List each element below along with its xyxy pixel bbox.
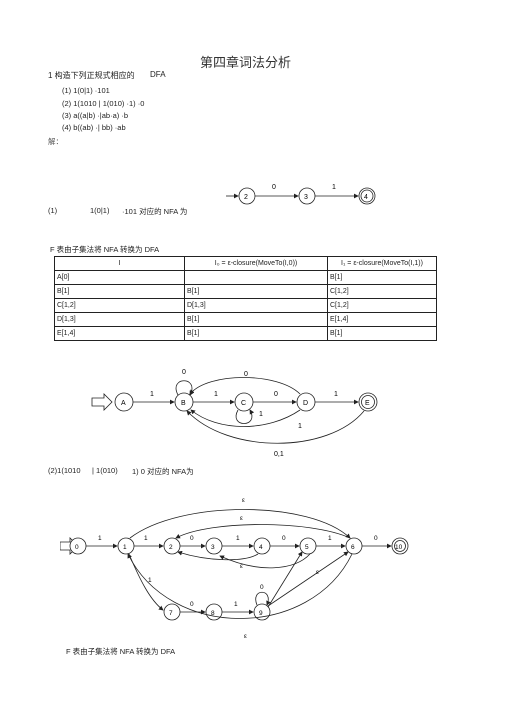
state-label: 10 bbox=[395, 544, 403, 551]
part2-num: (2)1(1010 bbox=[48, 466, 81, 475]
edge-label: 0,1 bbox=[274, 451, 284, 458]
part2-rest: 1) 0 对应的 NFA为 bbox=[132, 467, 194, 476]
edge-label: 0 bbox=[260, 584, 264, 591]
nfa-diagram-1: 2 3 4 0 1 bbox=[226, 184, 376, 205]
state-label: A bbox=[121, 400, 126, 407]
state-label: C bbox=[241, 400, 246, 407]
edge-label: ε bbox=[240, 563, 243, 570]
state-label: 1 bbox=[123, 544, 127, 551]
edge-label: 0 bbox=[274, 391, 278, 398]
part1-expr: 1(0|1) bbox=[90, 206, 110, 215]
col-header: I₀ = ε-closure(MoveTo(I,0)) bbox=[184, 256, 328, 271]
nfa-diagram-2: 0 1 2 3 4 5 6 7 8 9 10 1 1 0 bbox=[60, 497, 409, 640]
table-row: D[1,3]B[1]E[1,4] bbox=[54, 312, 437, 327]
edge-label: 0 bbox=[182, 369, 186, 376]
solution-label: 解： bbox=[48, 137, 63, 146]
state-label: 7 bbox=[169, 610, 173, 617]
part1-num: (1) bbox=[48, 206, 58, 215]
state-label: 0 bbox=[75, 544, 79, 551]
edge-label: 1 bbox=[236, 535, 240, 542]
part1-rest: ·101 对应的 NFA 为 bbox=[122, 207, 188, 216]
state-label: 3 bbox=[304, 194, 308, 201]
edge-label: 1 bbox=[144, 535, 148, 542]
part2-mid: | 1(010) bbox=[92, 466, 118, 475]
edge-label: 0 bbox=[244, 371, 248, 378]
state-label: 8 bbox=[211, 610, 215, 617]
state-label: 4 bbox=[259, 544, 263, 551]
edge-label: 0 bbox=[374, 535, 378, 542]
state-label: 4 bbox=[364, 194, 368, 201]
exercise-4: (4) b((ab) ·| bb) ·ab bbox=[62, 123, 126, 132]
edge-label: 1 bbox=[334, 391, 338, 398]
edge-label: ε bbox=[240, 515, 243, 522]
edge-label: 0 bbox=[190, 535, 194, 542]
state-label: 9 bbox=[259, 610, 263, 617]
bottom-caption: F 表由子集法将 NFA 转换为 DFA bbox=[66, 647, 176, 656]
dfa-diagram: A B C D E 1 0 1 0 1 1 0 1 0,1 bbox=[91, 369, 378, 458]
table-row: B[1]B[1]C[1,2] bbox=[54, 284, 437, 299]
start-arrow bbox=[91, 393, 113, 411]
edge-label: 1 bbox=[328, 535, 332, 542]
edge-label: 1 bbox=[332, 184, 336, 191]
intro-dfa: DFA bbox=[150, 70, 166, 79]
state-label: B bbox=[181, 400, 186, 407]
page-title: 第四章词法分析 bbox=[200, 56, 292, 71]
col-header: I bbox=[54, 256, 185, 271]
edge-label: ε bbox=[244, 633, 247, 640]
state-label: 6 bbox=[351, 544, 355, 551]
edge-label: 1 bbox=[148, 577, 152, 584]
state-label: E bbox=[365, 400, 370, 407]
edge-label: 0 bbox=[190, 601, 194, 608]
table-row: A[0]B[1] bbox=[54, 270, 437, 285]
edge-label: 1 bbox=[234, 601, 238, 608]
state-label: 5 bbox=[305, 544, 309, 551]
edge-label: 1 bbox=[98, 535, 102, 542]
edge-label: ε bbox=[316, 569, 319, 576]
exercise-3: (3) a((a|b) ·|ab·a) ·b bbox=[62, 111, 128, 120]
subset-table: I I₀ = ε-closure(MoveTo(I,0)) I₁ = ε-clo… bbox=[54, 256, 437, 341]
exercise-2: (2) 1(1010 | 1(010) ·1) ·0 bbox=[62, 99, 145, 108]
col-header: I₁ = ε-closure(MoveTo(I,1)) bbox=[327, 256, 437, 271]
state-label: 3 bbox=[211, 544, 215, 551]
table-row: E[1,4]B[1]B[1] bbox=[54, 326, 437, 341]
edge-label: 1 bbox=[214, 391, 218, 398]
table-header-row: I I₀ = ε-closure(MoveTo(I,0)) I₁ = ε-clo… bbox=[54, 256, 437, 271]
table-row: C[1,2]D[1,3]C[1,2] bbox=[54, 298, 437, 313]
intro-text: 1 构造下列正规式相应的 bbox=[48, 71, 135, 80]
edge-label: 0 bbox=[282, 535, 286, 542]
edge-label: 1 bbox=[298, 423, 302, 430]
state-label: D bbox=[303, 400, 308, 407]
state-label: 2 bbox=[244, 194, 248, 201]
table-caption: F 表由子集法将 NFA 转换为 DFA bbox=[50, 245, 160, 254]
state-label: 2 bbox=[169, 544, 173, 551]
exercise-1: (1) 1(0|1) ·101 bbox=[62, 86, 110, 95]
edge-label: 1 bbox=[150, 391, 154, 398]
edge-label: 0 bbox=[272, 184, 276, 191]
edge-label: ε bbox=[242, 497, 245, 504]
edge-label: 1 bbox=[259, 411, 263, 418]
